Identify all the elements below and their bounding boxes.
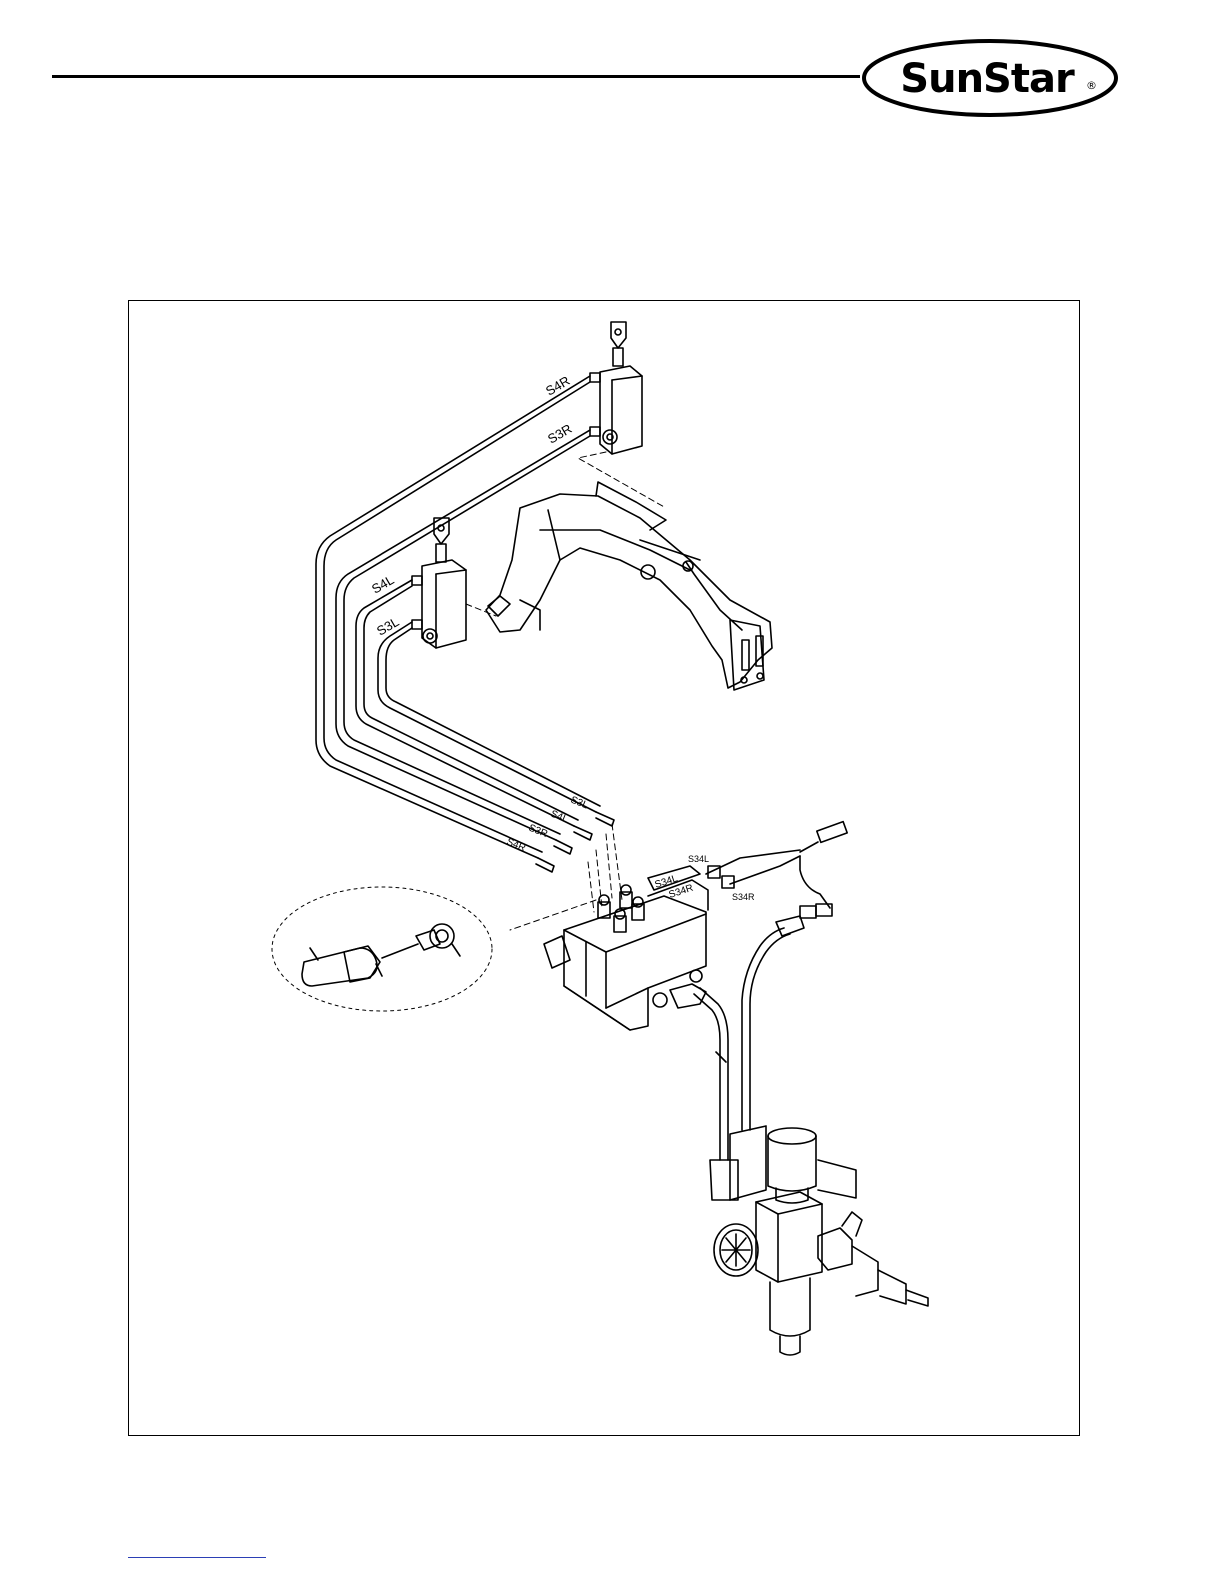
- detail-callout: [272, 887, 492, 1011]
- label-s4l-left: S4L: [369, 572, 397, 597]
- air-supply-tube: [694, 988, 738, 1200]
- tube-s3r: [336, 430, 590, 840]
- label-s3l-tube: S3L: [569, 795, 590, 812]
- tube-end-fittings: [536, 812, 614, 872]
- label-s4r-tube: S4R: [505, 837, 527, 854]
- footer-rule: [128, 1557, 266, 1558]
- alignment-dashes: [466, 452, 666, 930]
- label-s3r-tube: S3R: [527, 823, 549, 840]
- clamp-arm-bracket: [486, 482, 772, 690]
- wiring-harness: [706, 822, 847, 1130]
- cylinder-right: [590, 322, 642, 454]
- label-s3l-left: S3L: [374, 614, 402, 639]
- label-s34l-connector: S34L: [688, 854, 709, 864]
- filter-regulator: [714, 1126, 928, 1355]
- label-s34r-connector: S34R: [732, 892, 755, 902]
